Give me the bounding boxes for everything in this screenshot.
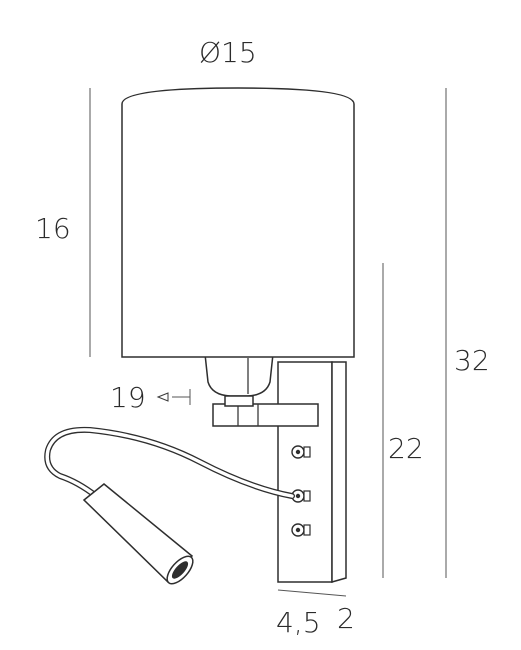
switch-knob-bottom-icon [291, 523, 311, 537]
flexible-reading-arm [44, 426, 295, 499]
reading-lamp-head [82, 483, 194, 585]
arm-bracket [212, 403, 319, 427]
plate-height-label: 22 [388, 432, 424, 465]
depth-dimension-line [277, 589, 347, 597]
lamp-socket [204, 353, 274, 407]
total-height-label: 32 [454, 344, 490, 377]
depth-a-label: 4,5 [276, 606, 321, 639]
offset-arrow-icon [156, 389, 191, 405]
offset-label: 19 [110, 381, 146, 414]
lamp-shade [121, 87, 355, 358]
depth-b-label: 2 [337, 602, 355, 635]
wall-plate [277, 361, 347, 583]
switch-knob-top-icon [291, 445, 311, 459]
diameter-label: Ø15 [199, 36, 257, 69]
shade-height-label: 16 [35, 212, 71, 245]
